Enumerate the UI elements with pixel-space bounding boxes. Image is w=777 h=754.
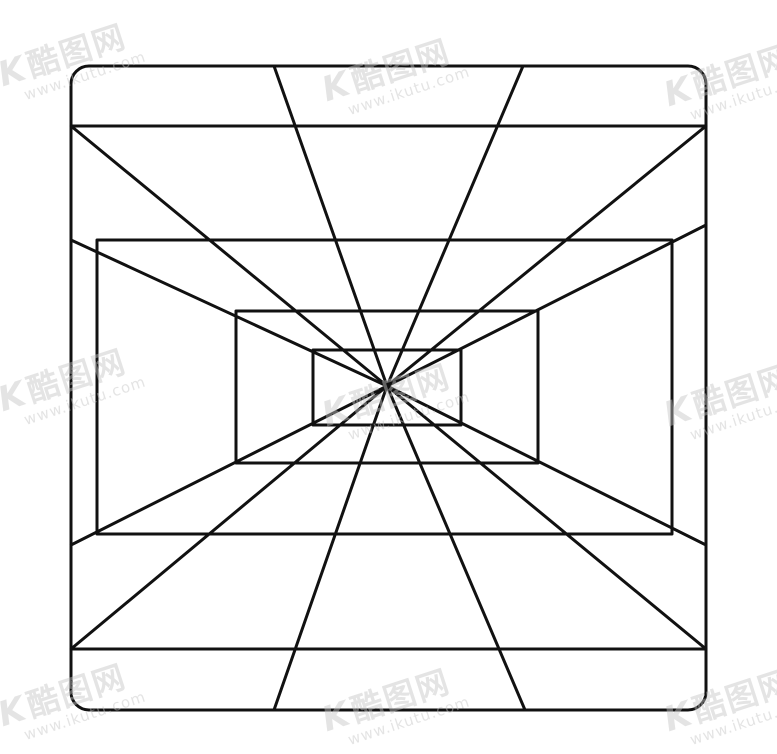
ray-top-right bbox=[385, 64, 525, 388]
ray-bottom-left bbox=[272, 384, 389, 712]
ray-top-left bbox=[272, 64, 389, 388]
room-rect-3 bbox=[311, 348, 463, 427]
ray-right-upper bbox=[385, 223, 708, 388]
outer-frame bbox=[69, 64, 708, 712]
ray-top-left-corner bbox=[69, 124, 389, 388]
ray-left-upper bbox=[69, 238, 389, 388]
ray-top-right-corner bbox=[385, 124, 708, 388]
room-rect-2 bbox=[234, 309, 540, 465]
ray-bottom-left-corner bbox=[69, 384, 389, 651]
ray-right-lower bbox=[385, 384, 708, 547]
ray-bottom-right bbox=[385, 384, 527, 712]
ray-bottom-right-corner bbox=[385, 384, 708, 651]
ray-left-lower bbox=[69, 384, 389, 547]
room-rect-1 bbox=[95, 238, 674, 536]
